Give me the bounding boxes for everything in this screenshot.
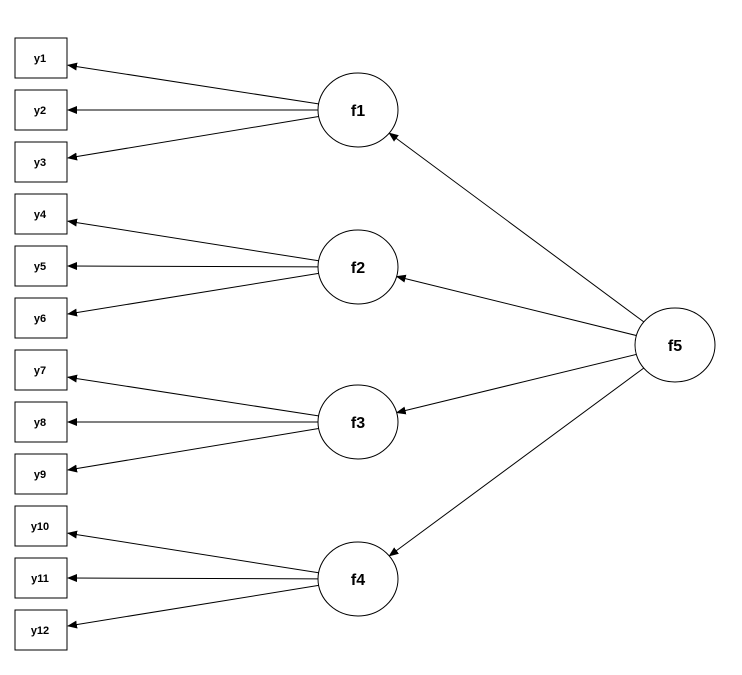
observed-box: [14, 505, 68, 547]
latent-node-f1: f1: [317, 72, 399, 148]
observed-node-y11: y11: [14, 557, 68, 599]
observed-node-y12: y12: [14, 609, 68, 651]
latent-circle: [317, 229, 399, 305]
latent-circle: [317, 384, 399, 460]
observed-label: y12: [31, 625, 49, 637]
latent-label: f4: [351, 572, 365, 589]
latent-node-f4: f4: [317, 541, 399, 617]
path-f1-to-y3: [67, 116, 319, 161]
observed-box: [14, 349, 68, 391]
observed-node-y2: y2: [14, 89, 68, 131]
observed-node-y9: y9: [14, 453, 68, 495]
observed-node-y4: y4: [14, 193, 68, 235]
observed-node-y8: y8: [14, 401, 68, 443]
observed-node-y1: y1: [14, 37, 68, 79]
observed-label: y10: [31, 521, 49, 533]
latent-label: f1: [351, 103, 365, 120]
latent-label: f5: [668, 338, 682, 355]
path-f2-to-y5: [67, 262, 319, 271]
observed-label: y1: [34, 53, 46, 65]
observed-box: [14, 141, 68, 183]
path-f5-to-f4: [388, 367, 644, 557]
latent-label: f2: [351, 260, 365, 277]
observed-label: y3: [34, 157, 46, 169]
latent-circle: [634, 307, 716, 383]
path-f4-to-y11: [67, 574, 319, 583]
latent-node-f2: f2: [317, 229, 399, 305]
observed-node-y7: y7: [14, 349, 68, 391]
path-f4-to-y12: [67, 584, 319, 629]
observed-label: y11: [31, 573, 49, 585]
observed-label: y8: [34, 417, 46, 429]
path-f2-to-y6: [67, 272, 319, 317]
observed-box: [14, 37, 68, 79]
observed-box: [14, 297, 68, 339]
observed-box: [14, 401, 68, 443]
observed-node-y5: y5: [14, 245, 68, 287]
latent-circle: [317, 72, 399, 148]
paths-layer: [67, 62, 645, 629]
path-f3-to-y7: [67, 374, 319, 417]
observed-label: y5: [34, 261, 46, 273]
latent-circle: [317, 541, 399, 617]
observed-label: y7: [34, 365, 46, 377]
observed-label: y2: [34, 105, 46, 117]
observed-label: y6: [34, 313, 46, 325]
observed-node-y10: y10: [14, 505, 68, 547]
observed-box: [14, 453, 68, 495]
observed-node-y6: y6: [14, 297, 68, 339]
observed-box: [14, 609, 68, 651]
observed-box: [14, 557, 68, 599]
path-f5-to-f3: [395, 353, 637, 415]
observed-node-y3: y3: [14, 141, 68, 183]
observed-box: [14, 89, 68, 131]
observed-label: y9: [34, 469, 46, 481]
path-f1-to-y1: [67, 62, 319, 105]
path-f3-to-y9: [67, 428, 319, 473]
path-f5-to-f2: [395, 274, 637, 336]
path-f5-to-f1: [388, 132, 645, 323]
latent-label: f3: [351, 415, 365, 432]
observed-box: [14, 245, 68, 287]
nodes-layer: y1 y2 y3 y4 y5 y6 y7 y8 y9 y10 y11 y12 f1 f2 f3 f4 f5: [14, 37, 716, 651]
observed-label: y4: [34, 209, 47, 221]
latent-node-f5: f5: [634, 307, 716, 383]
path-f2-to-y4: [67, 218, 319, 262]
latent-node-f3: f3: [317, 384, 399, 460]
observed-box: [14, 193, 68, 235]
path-f4-to-y10: [67, 530, 319, 574]
